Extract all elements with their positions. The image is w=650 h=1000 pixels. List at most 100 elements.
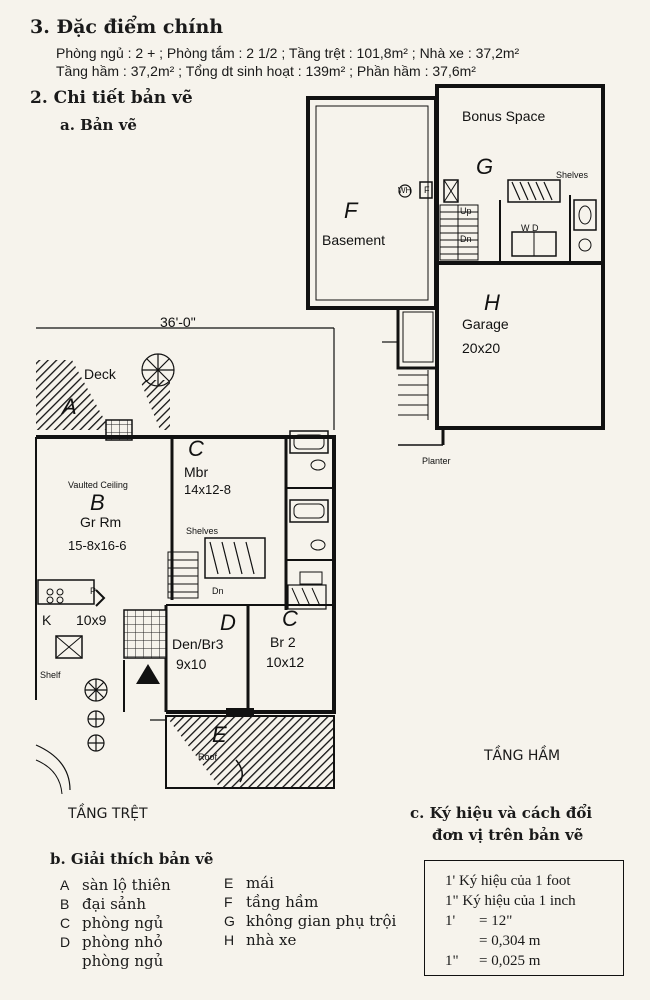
basement-stairs bbox=[439, 204, 479, 261]
great-room-label: Gr Rm bbox=[80, 514, 122, 530]
kitchen-counter bbox=[37, 579, 95, 605]
deck-hatch bbox=[36, 360, 110, 430]
roof-letter: E bbox=[212, 722, 227, 747]
units-title-line-2: đơn vị trên bản vẽ bbox=[432, 826, 584, 844]
kitchen-letter: K bbox=[42, 612, 52, 628]
section-c-marker: 2. bbox=[30, 88, 48, 108]
bedroom-2-letter: C bbox=[282, 606, 298, 631]
legend-text: mái bbox=[246, 874, 274, 892]
basement-shelves bbox=[507, 179, 561, 203]
basement-stairs-up-label: Up bbox=[460, 206, 472, 216]
basement-shelves-label: Shelves bbox=[556, 170, 589, 180]
ground-floor-plan bbox=[35, 327, 336, 795]
legend-letter: H bbox=[224, 932, 235, 948]
legend-item: C phòng ngủ bbox=[60, 914, 220, 933]
legend-text: phòng ngủ bbox=[82, 952, 164, 970]
legend-letter: B bbox=[60, 896, 70, 912]
deck-letter: A bbox=[62, 394, 77, 419]
planter-label: Planter bbox=[422, 456, 451, 466]
entry-arrow bbox=[136, 664, 160, 684]
garden-tree-symbols bbox=[84, 678, 108, 752]
den-size: 9x10 bbox=[176, 656, 207, 672]
units-line-1: 1' Ký hiệu của 1 foot bbox=[445, 873, 571, 889]
units-line-4: = 0,304 m bbox=[479, 933, 541, 949]
den-letter: D bbox=[220, 610, 236, 635]
garage-letter: H bbox=[484, 290, 500, 315]
basement-label: Basement bbox=[322, 232, 386, 248]
garage-room bbox=[435, 261, 605, 430]
washer-dryer-label: W D bbox=[521, 223, 539, 233]
units-line-2: 1" Ký hiệu của 1 inch bbox=[445, 893, 576, 909]
legend-right-column: E mái F tầng hầm G không gian phụ trội H… bbox=[224, 874, 420, 950]
ground-caption: TẦNG TRỆT bbox=[68, 806, 148, 822]
kitchen-size: 10x9 bbox=[76, 612, 107, 628]
units-line-3b: = 12" bbox=[479, 913, 513, 929]
legend-letter: A bbox=[60, 877, 70, 893]
bonus-space-label: Bonus Space bbox=[462, 108, 546, 124]
roof-hatch bbox=[166, 716, 334, 788]
legend-item: phòng ngủ bbox=[60, 952, 220, 971]
legend-text: sàn lộ thiên bbox=[82, 876, 171, 894]
basement-caption: TẦNG HẦM bbox=[484, 748, 561, 764]
units-title-line-1: c. Ký hiệu và cách đổi bbox=[410, 804, 593, 822]
legend-item: A sàn lộ thiên bbox=[60, 876, 220, 895]
closet-shelves-label: Shelves bbox=[186, 526, 219, 536]
bathtub-lower bbox=[289, 499, 329, 523]
legend-text: đại sảnh bbox=[82, 895, 147, 913]
spec-line-2: Tầng hầm : 37,2m² ; Tổng dt sinh hoạt : … bbox=[56, 63, 476, 79]
great-room-size: 15-8x16-6 bbox=[68, 538, 127, 553]
subsection-a-title: a. Bản vẽ bbox=[60, 116, 137, 134]
section-c-title: Chi tiết bản vẽ bbox=[53, 88, 193, 108]
ground-stairs bbox=[167, 551, 199, 599]
units-line-3a: 1' bbox=[445, 913, 456, 929]
water-heater-label: WH bbox=[398, 186, 412, 195]
legend-item: G không gian phụ trội bbox=[224, 912, 420, 931]
dimension-label: 36'-0" bbox=[160, 314, 196, 330]
legend-item: F tầng hầm bbox=[224, 893, 420, 912]
furnace-box bbox=[443, 179, 459, 203]
units-line-5b: = 0,025 m bbox=[479, 953, 541, 969]
garage-size: 20x20 bbox=[462, 340, 501, 356]
legend-item: B đại sảnh bbox=[60, 895, 220, 914]
master-bedroom-letter: C bbox=[188, 436, 204, 461]
section-c-heading: 2. Chi tiết bản vẽ bbox=[30, 88, 193, 108]
legend-title: b. Giải thích bản vẽ bbox=[50, 850, 214, 868]
planter-area bbox=[396, 308, 437, 370]
deck-label: Deck bbox=[84, 366, 116, 382]
ground-stairs-dn-label: Dn bbox=[212, 586, 224, 596]
furnace-label: F bbox=[424, 185, 430, 195]
units-line-5a: 1" bbox=[445, 953, 459, 969]
great-room-letter: B bbox=[90, 490, 105, 515]
basement-stairs-dn-label: Dn bbox=[460, 234, 472, 244]
master-bedroom-size: 14x12-8 bbox=[184, 482, 231, 497]
closet-shelves bbox=[204, 537, 266, 579]
legend-text: tầng hầm bbox=[246, 893, 319, 911]
bonus-space-letter: G bbox=[476, 154, 494, 179]
section-b-title: Đặc điểm chính bbox=[56, 16, 224, 38]
legend-letter: G bbox=[224, 913, 235, 929]
legend-item: H nhà xe bbox=[224, 931, 420, 950]
roof-label: Roof bbox=[198, 752, 218, 762]
legend-left-column: A sàn lộ thiên B đại sảnh C phòng ngủ D … bbox=[60, 876, 220, 971]
basement-floor-plan bbox=[306, 84, 605, 446]
legend-letter: E bbox=[224, 875, 234, 891]
kitchen-shelf-label: Shelf bbox=[40, 670, 61, 680]
section-b-marker: 3. bbox=[30, 16, 50, 38]
legend-text: nhà xe bbox=[246, 931, 297, 949]
legend-letter: D bbox=[60, 934, 71, 950]
pantry-label: P bbox=[90, 586, 97, 596]
legend-text: phòng nhỏ bbox=[82, 933, 163, 951]
legend-item: E mái bbox=[224, 874, 420, 893]
deck-tree-symbol bbox=[141, 353, 175, 387]
garage-label: Garage bbox=[462, 316, 509, 332]
water-heater-symbol bbox=[398, 184, 412, 198]
basement-room bbox=[306, 96, 438, 310]
section-b-heading: 3. Đặc điểm chính bbox=[30, 16, 223, 38]
master-bedroom-label: Mbr bbox=[184, 464, 209, 480]
spec-line-1: Phòng ngủ : 2 + ; Phòng tắm : 2 1/2 ; Tầ… bbox=[56, 45, 520, 61]
bedroom-2-size: 10x12 bbox=[266, 654, 305, 670]
legend-letter: F bbox=[224, 894, 233, 910]
bathtub-upper bbox=[289, 430, 329, 454]
vaulted-ceiling-label: Vaulted Ceiling bbox=[68, 480, 128, 490]
